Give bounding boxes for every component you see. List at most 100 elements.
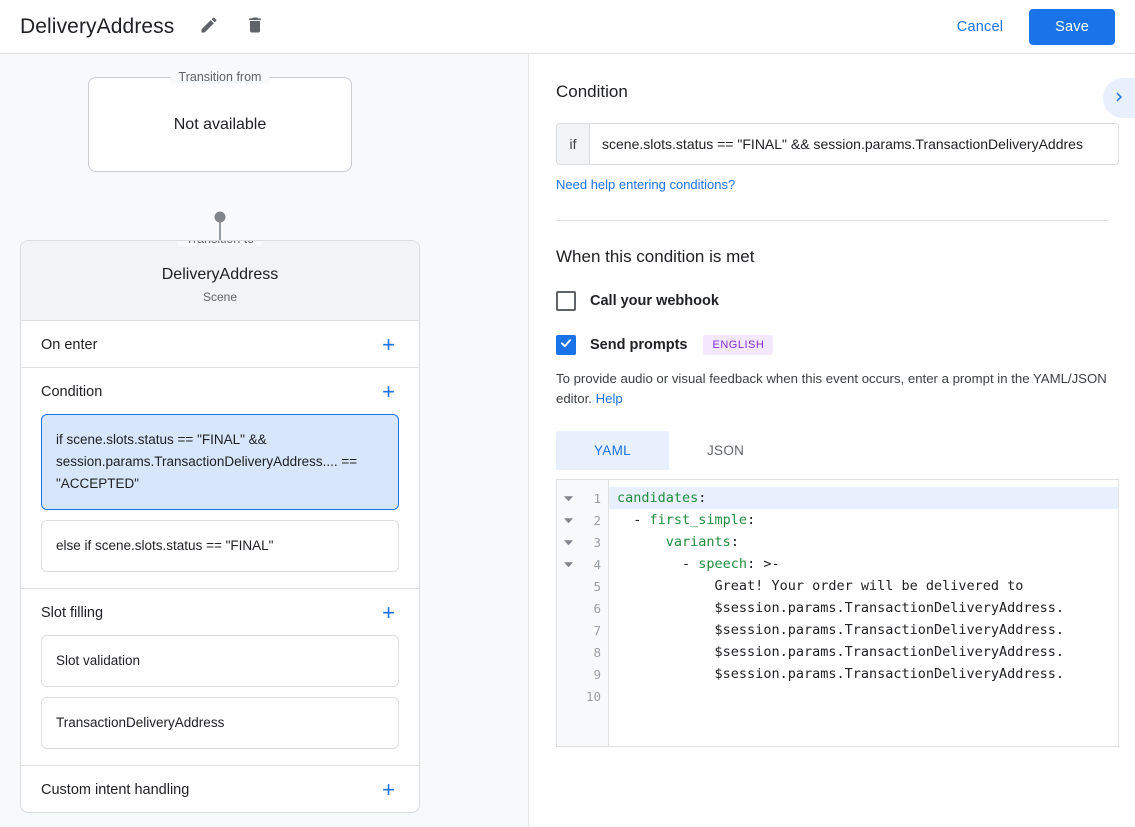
section-header-condition[interactable]: Condition +: [21, 368, 419, 414]
line-number: 6: [593, 600, 601, 616]
editor-gutter-row: 1: [557, 487, 608, 509]
call-webhook-checkbox[interactable]: [556, 291, 576, 311]
transition-from-value: Not available: [173, 115, 267, 133]
line-number: 8: [593, 644, 601, 660]
save-button[interactable]: Save: [1029, 8, 1115, 45]
trash-icon: [245, 15, 265, 38]
section-title-custom-intent-handling: Custom intent handling: [41, 782, 190, 798]
add-condition-button[interactable]: +: [382, 379, 395, 404]
cancel-button[interactable]: Cancel: [945, 10, 1015, 44]
list-item[interactable]: Slot validation: [41, 635, 399, 687]
line-number: 3: [593, 534, 601, 550]
editor-gutter: 1 2 3 4 5 6 7 8 9 10: [557, 480, 609, 746]
edit-button[interactable]: [192, 10, 226, 44]
line-number: 5: [593, 578, 601, 594]
page-title: DeliveryAddress: [20, 14, 175, 38]
fold-triangle-icon[interactable]: [557, 494, 579, 503]
list-item[interactable]: else if scene.slots.status == "FINAL": [41, 520, 399, 572]
editor-gutter-row: 10: [557, 685, 608, 707]
list-item[interactable]: if scene.slots.status == "FINAL" && sess…: [41, 414, 399, 510]
editor-code-line: Great! Your order will be delivered to: [714, 578, 1024, 594]
section-body-slot-filling: Slot validation TransactionDeliveryAddre…: [21, 635, 419, 765]
section-header-custom-intent-handling[interactable]: Custom intent handling +: [21, 766, 419, 812]
prompts-help-link[interactable]: Help: [595, 391, 623, 406]
send-prompts-row: Send prompts ENGLISH: [556, 335, 1109, 355]
editor-code-line: [609, 685, 1118, 707]
webhook-row: Call your webhook: [556, 291, 1109, 311]
left-panel: Transition from Not available Transition…: [0, 54, 529, 827]
section-body-condition: if scene.slots.status == "FINAL" && sess…: [21, 414, 419, 588]
prompts-description-text: To provide audio or visual feedback when…: [556, 371, 1107, 406]
line-number: 2: [593, 512, 601, 528]
editor-code-area[interactable]: candidates: - first_simple: variants: - …: [609, 480, 1118, 746]
add-custom-intent-button[interactable]: +: [382, 777, 395, 802]
fold-triangle-icon[interactable]: [557, 560, 579, 569]
fold-triangle-icon[interactable]: [557, 516, 579, 525]
condition-input[interactable]: [590, 124, 1118, 164]
add-slot-filling-button[interactable]: +: [382, 600, 395, 625]
add-on-enter-button[interactable]: +: [382, 332, 395, 357]
list-item[interactable]: TransactionDeliveryAddress: [41, 697, 399, 749]
line-number: 9: [593, 666, 601, 682]
scene-card: Transition to DeliveryAddress Scene On e…: [20, 240, 420, 813]
editor-code-line: $session.params.TransactionDeliveryAddre…: [714, 622, 1065, 638]
delete-button[interactable]: [238, 10, 272, 44]
section-title-slot-filling: Slot filling: [41, 605, 104, 621]
condition-heading: Condition: [556, 82, 628, 101]
when-condition-met-block: When this condition is met Call your web…: [530, 221, 1135, 747]
line-number: 10: [585, 688, 601, 704]
language-badge: ENGLISH: [703, 335, 774, 355]
section-custom-intent-handling: Custom intent handling +: [21, 766, 419, 812]
transition-to-legend: Transition to: [177, 241, 263, 246]
editor-tabs: YAML JSON: [556, 431, 1109, 470]
condition-help-link[interactable]: Need help entering conditions?: [556, 177, 736, 192]
editor-gutter-row: 6: [557, 597, 608, 619]
editor-code-line: - speech: >-: [617, 556, 780, 572]
tab-yaml[interactable]: YAML: [556, 431, 669, 470]
editor-code-line: $session.params.TransactionDeliveryAddre…: [714, 644, 1065, 660]
editor-gutter-row: 5: [557, 575, 608, 597]
editor-code-line: $session.params.TransactionDeliveryAddre…: [714, 666, 1065, 682]
editor-code-line: candidates:: [609, 487, 1118, 509]
editor-gutter-row: 4: [557, 553, 608, 575]
editor-gutter-row: 2: [557, 509, 608, 531]
editor-gutter-row: 9: [557, 663, 608, 685]
editor-code-line: variants:: [665, 534, 739, 550]
editor-gutter-row: 3: [557, 531, 608, 553]
section-slot-filling: Slot filling + Slot validation Transacti…: [21, 589, 419, 766]
editor-code-line: $session.params.TransactionDeliveryAddre…: [714, 600, 1065, 616]
when-met-heading: When this condition is met: [556, 247, 755, 266]
editor-gutter-row: 8: [557, 641, 608, 663]
line-number: 4: [593, 556, 601, 572]
send-prompts-checkbox[interactable]: [556, 335, 576, 355]
if-label: if: [557, 124, 590, 164]
section-header-on-enter[interactable]: On enter +: [21, 321, 419, 367]
scene-name: DeliveryAddress: [161, 266, 279, 283]
transition-from-legend: Transition from: [170, 70, 270, 84]
section-title-condition: Condition: [41, 384, 103, 400]
check-icon: [559, 336, 573, 355]
right-panel: Condition if Need help entering conditio…: [530, 54, 1135, 827]
section-condition: Condition + if scene.slots.status == "FI…: [21, 368, 419, 589]
line-number: 1: [593, 490, 601, 506]
chevron-right-icon: [1110, 88, 1135, 109]
top-bar: DeliveryAddress Cancel Save: [0, 0, 1135, 54]
fold-triangle-icon[interactable]: [557, 538, 579, 547]
pencil-icon: [199, 15, 219, 38]
call-webhook-label: Call your webhook: [590, 293, 719, 309]
editor-code-line: - first_simple:: [617, 512, 756, 528]
section-title-on-enter: On enter: [41, 337, 98, 353]
line-number: 7: [593, 622, 601, 638]
condition-block: Condition if Need help entering conditio…: [530, 54, 1135, 221]
condition-input-row: if: [556, 123, 1119, 165]
editor-gutter-row: 7: [557, 619, 608, 641]
next-panel-button[interactable]: [1103, 78, 1135, 118]
scene-header: Transition to DeliveryAddress Scene: [21, 241, 419, 321]
code-editor[interactable]: 1 2 3 4 5 6 7 8 9 10 candidates: - first_simple: …: [556, 479, 1119, 747]
prompts-description: To provide audio or visual feedback when…: [556, 369, 1109, 409]
section-header-slot-filling[interactable]: Slot filling +: [21, 589, 419, 635]
section-on-enter: On enter +: [21, 321, 419, 368]
send-prompts-label: Send prompts: [590, 337, 688, 353]
tab-json[interactable]: JSON: [706, 443, 745, 458]
